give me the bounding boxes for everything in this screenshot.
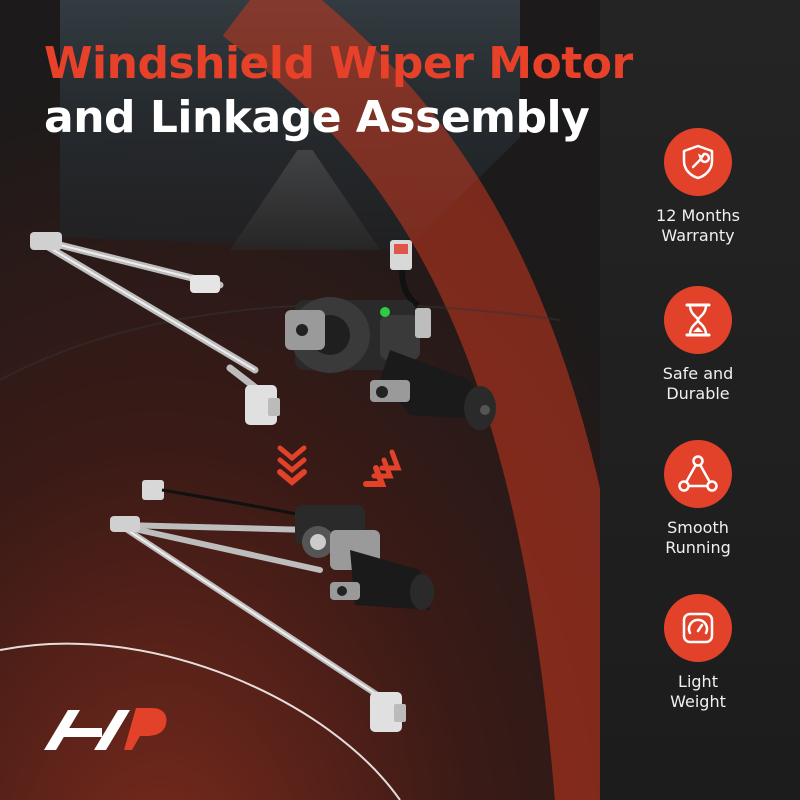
hourglass-icon	[664, 286, 732, 354]
feature-smooth: Smooth Running	[628, 440, 768, 558]
linkage-arm-bottom	[110, 516, 406, 732]
feature-smooth-line2: Running	[665, 538, 731, 557]
feature-smooth-label: Smooth Running	[628, 518, 768, 558]
wiper-motor-top	[285, 240, 496, 430]
feature-warranty-label: 12 Months Warranty	[628, 206, 768, 246]
feature-durable-label: Safe and Durable	[628, 364, 768, 404]
feature-warranty: 12 Months Warranty	[628, 128, 768, 246]
feature-light-line1: Light	[678, 672, 718, 691]
feature-light: Light Weight	[628, 594, 768, 712]
feature-light-label: Light Weight	[628, 672, 768, 712]
feature-durable-line1: Safe and	[662, 364, 734, 383]
title-line-1: Windshield Wiper Motor	[44, 38, 633, 89]
a-premium-logo	[44, 708, 167, 750]
wiper-motor-bottom	[142, 480, 434, 610]
feature-warranty-line1: 12 Months	[656, 206, 740, 225]
feature-warranty-line2: Warranty	[661, 226, 735, 245]
chevrons-down-icon	[277, 445, 307, 486]
feature-light-line2: Weight	[670, 692, 726, 711]
feature-durable: Safe and Durable	[628, 286, 768, 404]
chevrons-diagonal-icon	[363, 449, 402, 487]
linkage-arm-top	[30, 232, 280, 425]
feature-durable-line2: Durable	[666, 384, 730, 403]
triangle-nodes-icon	[664, 440, 732, 508]
product-linkage-separated	[30, 232, 496, 430]
title-line-2: and Linkage Assembly	[44, 92, 590, 143]
product-linkage-assembled	[110, 480, 434, 732]
shield-wrench-icon	[664, 128, 732, 196]
feature-smooth-line1: Smooth	[667, 518, 729, 537]
assembly-arrows	[277, 445, 402, 487]
gauge-icon	[664, 594, 732, 662]
